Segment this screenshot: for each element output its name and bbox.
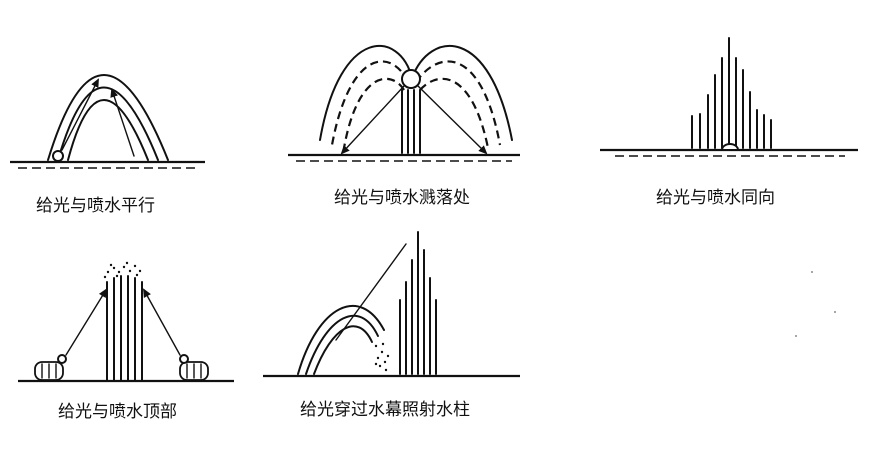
light-beam-arrow	[340, 85, 405, 155]
caption-splash: 给光与喷水溅落处	[334, 188, 470, 208]
water-arc	[319, 45, 413, 141]
caption-through-curtain: 给光穿过水幕照射水柱	[300, 400, 470, 420]
diagram-same-direction	[600, 37, 858, 157]
light-source	[720, 143, 740, 151]
diagram-top	[18, 261, 234, 383]
water-arc	[411, 45, 513, 141]
light-beam-line	[335, 243, 407, 341]
diagram-parallel	[10, 74, 205, 169]
water-arc-dashed	[419, 77, 490, 149]
light-source	[57, 354, 67, 364]
diagram-through-curtain	[263, 231, 520, 378]
light-source	[179, 354, 189, 364]
light-source	[401, 69, 421, 89]
water-arc	[47, 74, 169, 161]
caption-same-direction: 给光与喷水同向	[656, 188, 775, 208]
spray-dots	[103, 261, 142, 279]
water-arc-dashed	[330, 60, 409, 146]
stray-dots	[795, 271, 836, 337]
water-arc	[57, 86, 159, 161]
water-curtain-arc	[313, 325, 373, 375]
caption-parallel: 给光与喷水平行	[36, 196, 155, 216]
light-beam-arrow	[143, 288, 181, 356]
spray-dots	[374, 342, 390, 372]
light-beam-arrow	[65, 288, 108, 356]
diagram-splash	[288, 45, 520, 162]
water-arc-dashed	[415, 60, 502, 146]
water-curtain-arc	[297, 304, 385, 375]
light-beam-arrow	[110, 88, 135, 157]
light-beam-arrow	[417, 85, 488, 155]
caption-top: 给光与喷水顶部	[58, 402, 177, 422]
water-curtain-arc	[305, 314, 379, 375]
water-arc	[67, 99, 149, 161]
light-beam-arrow	[61, 78, 99, 151]
light-source	[52, 150, 64, 162]
water-arc-dashed	[342, 77, 405, 149]
